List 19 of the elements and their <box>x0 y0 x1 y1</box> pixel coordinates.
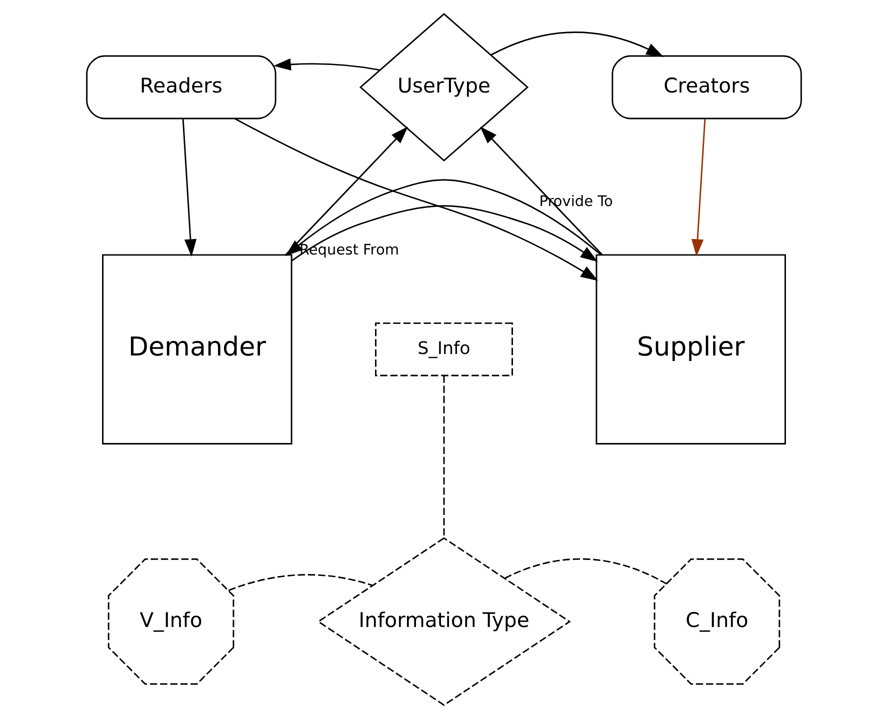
node-box: S_Info <box>375 322 513 376</box>
node-diamond: UserType <box>359 12 529 162</box>
arrow <box>292 205 598 262</box>
connector <box>504 558 667 584</box>
arrow <box>480 126 603 256</box>
arrow <box>273 58 380 71</box>
node-diamond: Information Type <box>317 537 571 706</box>
arrow <box>182 118 197 257</box>
arrow <box>691 118 706 257</box>
connector <box>443 376 445 538</box>
node-box: Supplier <box>596 254 786 444</box>
node-box: Creators <box>612 55 802 120</box>
node-box: Readers <box>86 55 276 120</box>
arrow <box>234 118 598 281</box>
connector <box>228 574 373 592</box>
arrow <box>490 32 664 57</box>
arrow <box>285 126 408 256</box>
arrow <box>285 179 602 256</box>
node-box: Demander <box>102 254 292 444</box>
